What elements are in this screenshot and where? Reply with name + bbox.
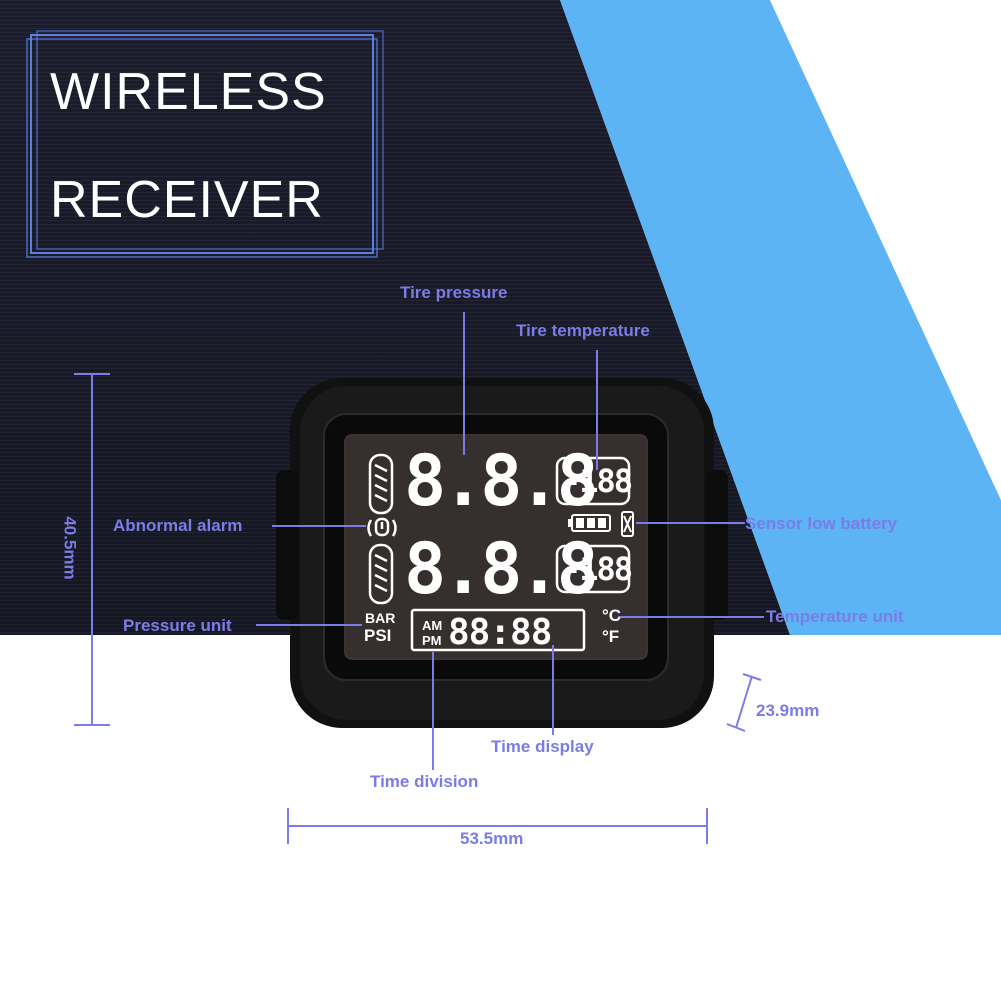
blue-panel xyxy=(560,0,1001,635)
dimension-lines xyxy=(74,373,762,844)
label-time-division: Time division xyxy=(370,772,479,791)
alarm-icon xyxy=(367,517,397,537)
temp-readout-bottom: -188 xyxy=(562,550,633,588)
label-temperature-unit: Temperature unit xyxy=(766,607,904,626)
pressure-readout-bottom: 8.8.8 xyxy=(404,528,599,610)
temp-box xyxy=(410,456,631,652)
label-tire-pressure: Tire pressure xyxy=(400,283,508,302)
callout-lines xyxy=(256,312,764,770)
am-indicator: AM xyxy=(422,618,443,633)
dimension-width: 53.5mm xyxy=(460,829,524,848)
title-line-2: RECEIVER xyxy=(50,171,324,229)
label-time-display: Time display xyxy=(491,737,594,756)
label-sensor-low-battery: Sensor low battery xyxy=(745,514,898,533)
label-pressure-unit: Pressure unit xyxy=(123,616,232,635)
pressure-readout-top: 8.8.8 xyxy=(404,440,599,522)
pm-indicator: PM xyxy=(422,633,442,648)
temp-readout-top: -188 xyxy=(562,462,633,500)
tire-icon xyxy=(368,453,394,605)
clock-readout: 88:88 xyxy=(448,612,552,653)
label-tire-temperature: Tire temperature xyxy=(516,321,650,340)
label-abnormal-alarm: Abnormal alarm xyxy=(113,516,243,535)
unit-psi: PSI xyxy=(364,626,392,645)
dimension-depth: 23.9mm xyxy=(756,701,820,720)
dimension-height: 40.5mm xyxy=(60,516,80,580)
title-line-1: WIRELESS xyxy=(50,63,327,121)
unit-bar: BAR xyxy=(365,610,396,626)
battery-icon xyxy=(568,511,634,537)
celsius-indicator: °C xyxy=(602,606,622,625)
fahrenheit-indicator: °F xyxy=(602,627,620,646)
receiver-device xyxy=(276,378,728,728)
title-block: WIRELESS RECEIVER xyxy=(26,30,384,258)
